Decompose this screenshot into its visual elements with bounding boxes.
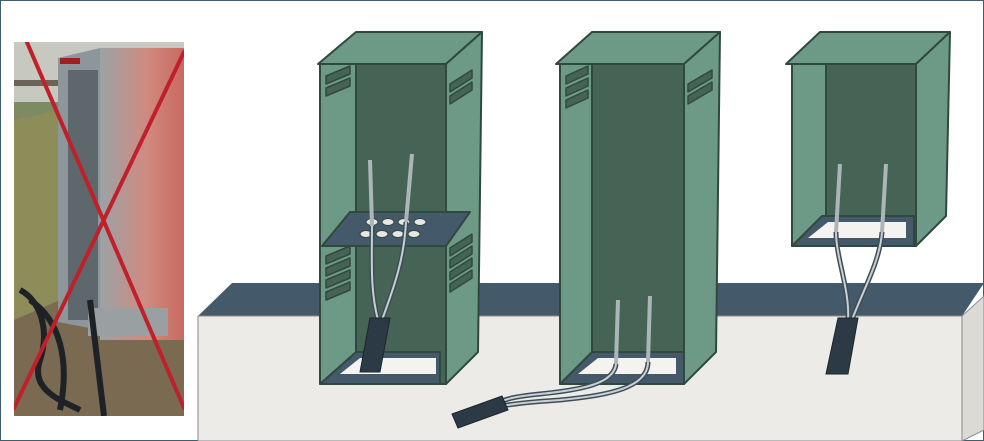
cabinet-right-wall <box>916 32 950 246</box>
short-cabinet-elevated <box>786 32 950 246</box>
cabinet-left-wall <box>560 64 592 384</box>
plinth-side <box>962 296 984 441</box>
photo-cabinet-front <box>100 48 184 340</box>
cabinet-back-wall <box>592 64 684 384</box>
photo-cabinet-base <box>88 308 168 336</box>
photo-cabinet-plate <box>60 58 80 64</box>
cabinet-photo <box>14 40 184 416</box>
tall-cabinet-open-base <box>556 32 720 384</box>
tall-cabinet-with-gland-plate <box>318 32 482 384</box>
